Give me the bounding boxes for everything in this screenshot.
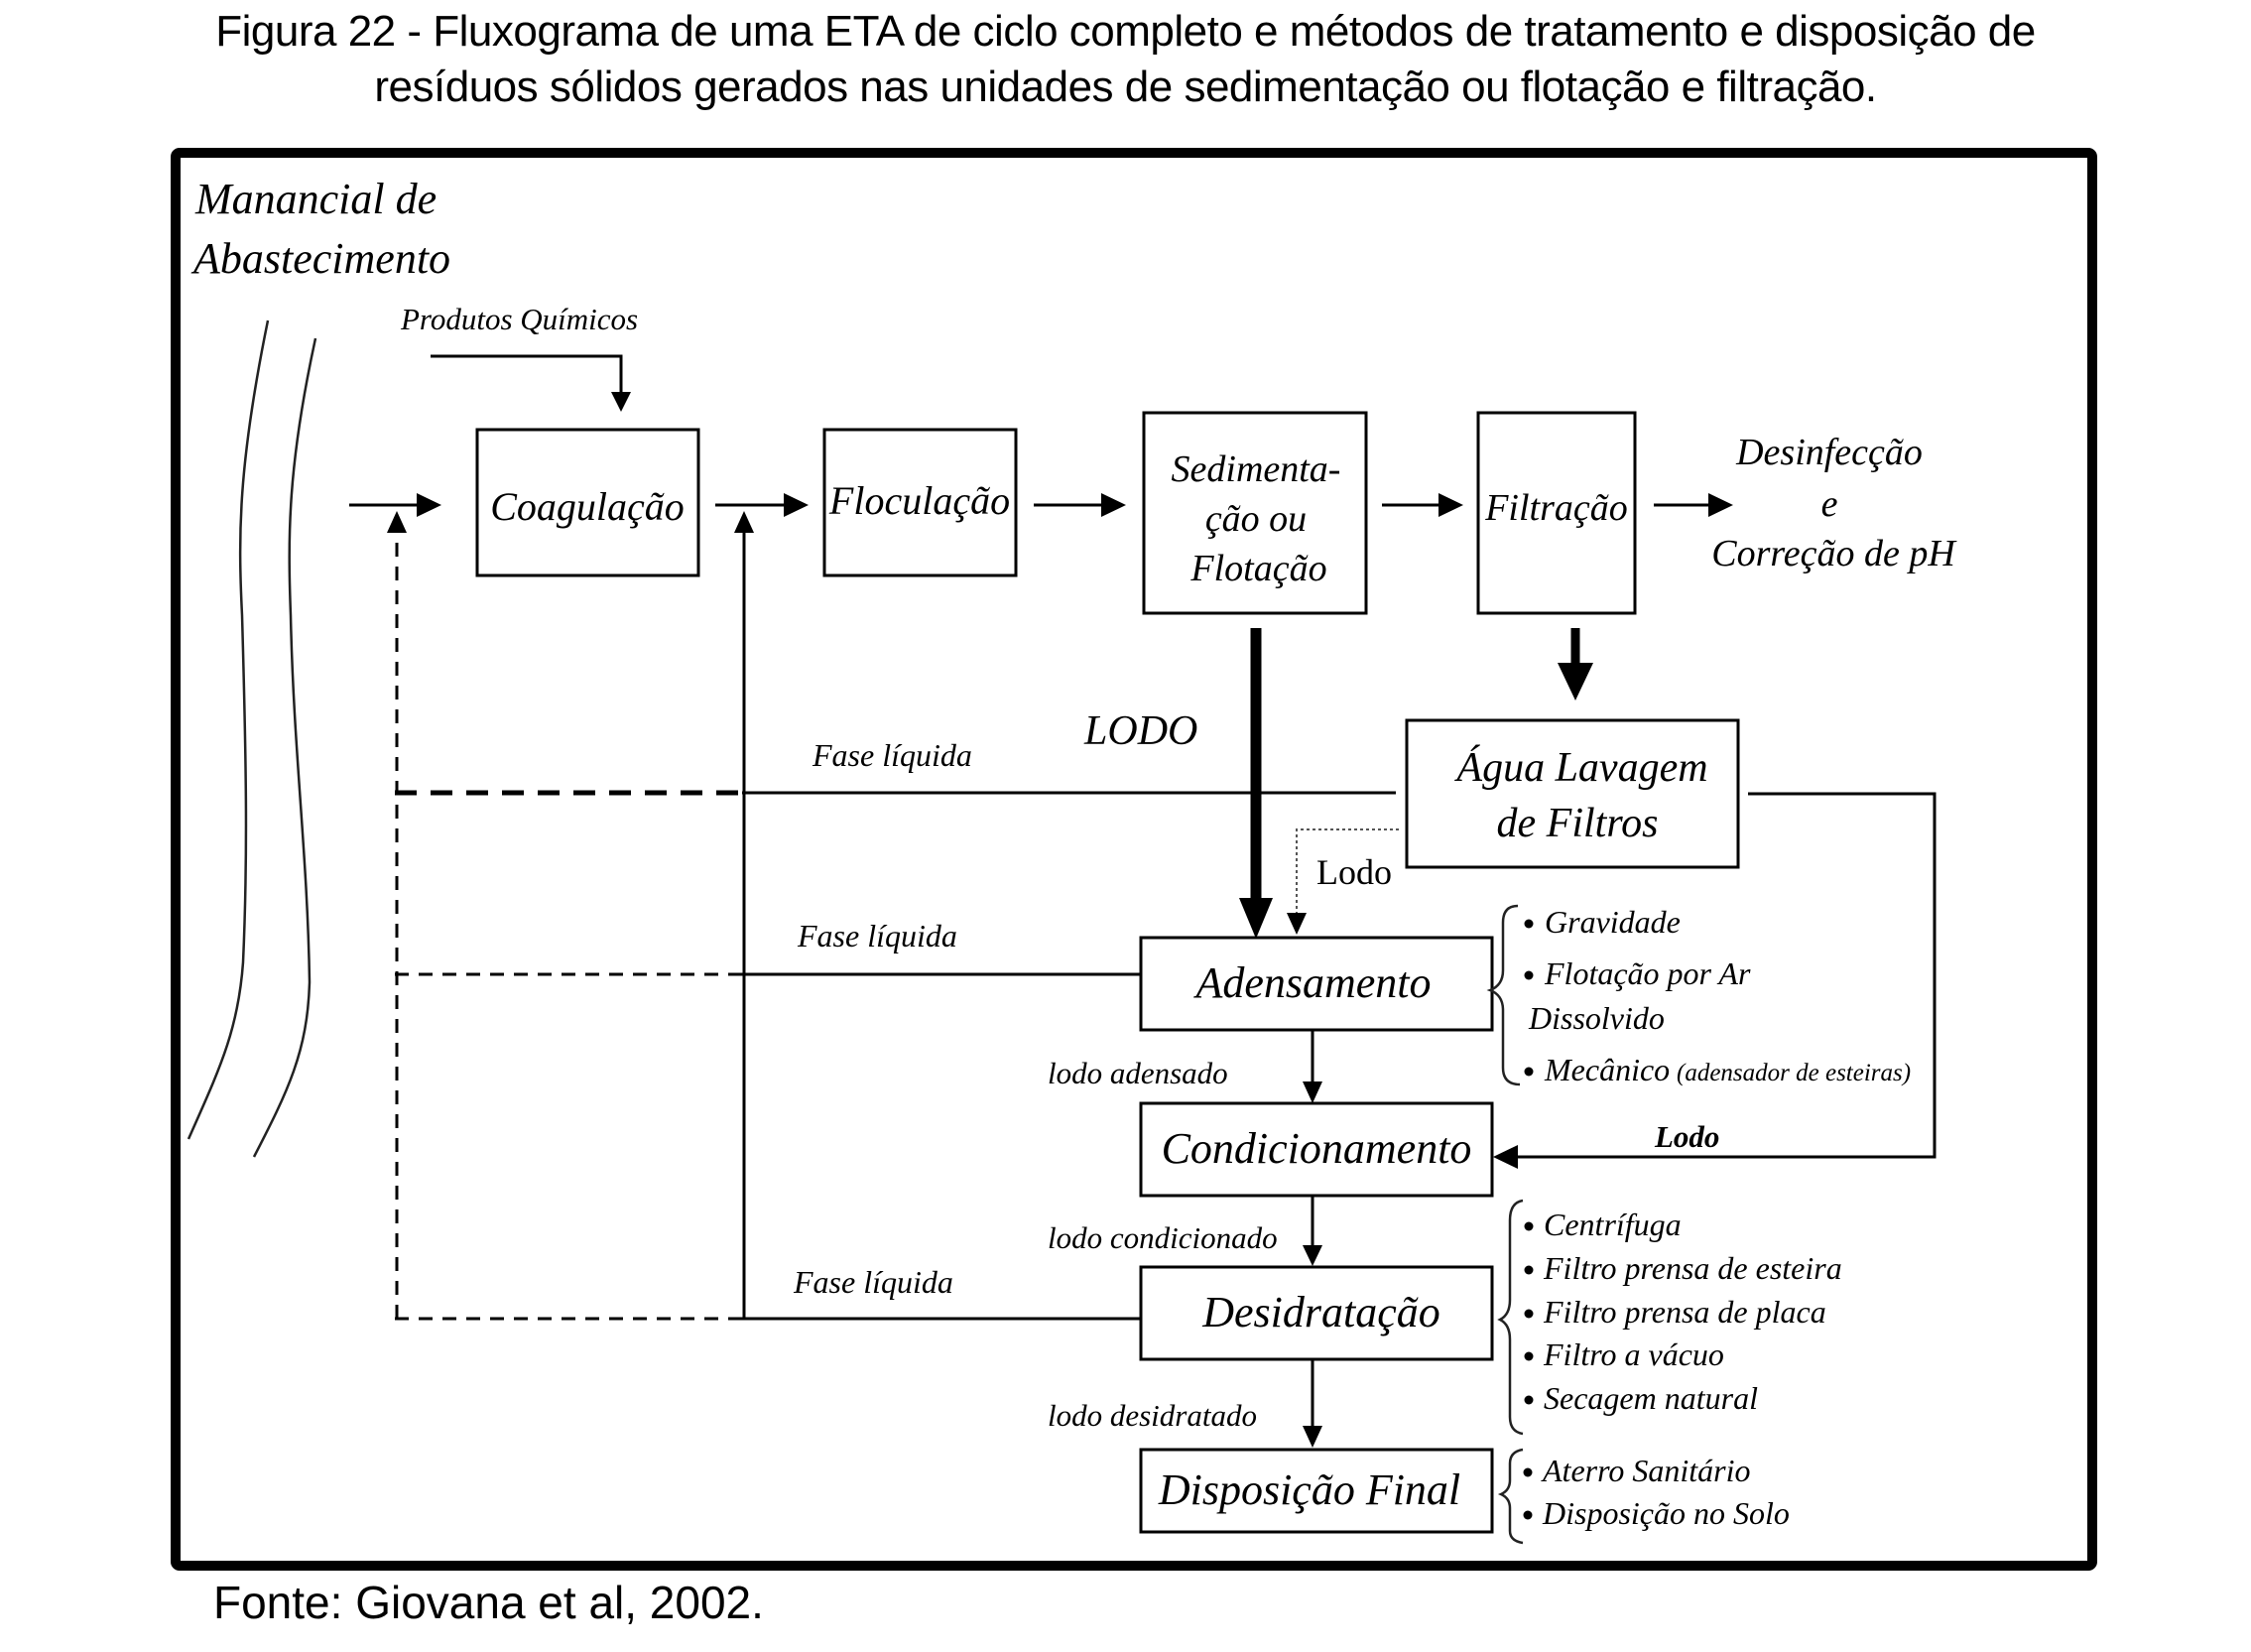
- thickening-method-item-continued: Dissolvido: [1528, 1000, 1665, 1036]
- bullet: [1524, 1351, 1534, 1361]
- filtration-label: Filtração: [1484, 487, 1628, 529]
- arrow-head: [417, 493, 441, 517]
- dewatering-method-item: Filtro prensa de esteira: [1543, 1250, 1842, 1286]
- wash-sludge-label: Lodo: [1316, 852, 1392, 892]
- wash-sludge-line: [1296, 828, 1399, 913]
- thickening-method-item: Mecânico: [1544, 1052, 1670, 1087]
- dewatering-label: Desidratação: [1201, 1288, 1440, 1336]
- source-label-line-1: Manancial de: [194, 175, 437, 223]
- arrow-head: [1558, 663, 1593, 700]
- arrow-head: [1438, 493, 1463, 517]
- disinfection-label-line-2: e: [1821, 483, 1838, 525]
- figure-caption-line-2: resíduos sólidos gerados nas unidades de…: [374, 63, 1877, 111]
- thickening-method-note: (adensador de esteiras): [1677, 1060, 1911, 1086]
- disinfection-label-line-3: Correção de pH: [1711, 533, 1957, 574]
- coagulation-label: Coagulação: [490, 484, 685, 529]
- thickening-box: [1139, 936, 1494, 1032]
- thickening-method-item: Flotação por Ar: [1544, 955, 1751, 991]
- thickening-label: Adensamento: [1192, 958, 1431, 1007]
- wash-to-conditioning-label: Lodo: [1654, 1119, 1719, 1154]
- dewatering-methods-list: Centrífuga Filtro prensa de esteira Filt…: [1524, 1207, 1842, 1416]
- bullet: [1524, 970, 1534, 980]
- final-disposal-box: [1139, 1448, 1494, 1534]
- arrow-head: [784, 493, 809, 517]
- thickening-methods-list: Gravidade Flotação por Ar Dissolvido Mec…: [1524, 904, 1911, 1087]
- final-disposal-methods-brace: [1497, 1448, 1524, 1545]
- sedimentation-label-line-1: Sedimenta-: [1172, 448, 1341, 490]
- dewatering-method-item: Filtro a vácuo: [1543, 1336, 1724, 1372]
- bullet: [1523, 1510, 1533, 1520]
- dewatering-methods-brace: [1497, 1199, 1524, 1436]
- liquid-phase-label-3: Fase líquida: [793, 1264, 953, 1300]
- sedimentation-box: [1142, 411, 1368, 615]
- figure-source: Fonte: Giovana et al, 2002.: [213, 1577, 764, 1628]
- bullet: [1524, 1221, 1534, 1231]
- wash-water-label-line-1: Água Lavagem: [1453, 744, 1707, 791]
- flow-label-conditioned: lodo condicionado: [1048, 1220, 1278, 1255]
- bullet: [1524, 1067, 1534, 1077]
- disinfection-label-line-1: Desinfecção: [1735, 432, 1923, 473]
- thickening-methods-brace: [1486, 904, 1521, 1086]
- conditioning-label: Condicionamento: [1162, 1124, 1472, 1173]
- bullet: [1523, 1467, 1533, 1477]
- figure-caption-line-1: Figura 22 - Fluxograma de uma ETA de cic…: [215, 7, 2036, 56]
- arrow-head: [1287, 913, 1307, 935]
- thickening-method-item: Gravidade: [1545, 904, 1681, 940]
- filtration-box: [1476, 411, 1637, 615]
- bullet: [1524, 1309, 1534, 1319]
- dewatering-method-item: Centrífuga: [1544, 1207, 1682, 1242]
- final-disposal-methods-list: Aterro Sanitário Disposição no Solo: [1523, 1453, 1790, 1531]
- river-bank-right: [252, 337, 317, 1158]
- dewatering-method-item: Filtro prensa de placa: [1543, 1294, 1826, 1330]
- conditioning-box: [1139, 1101, 1494, 1198]
- arrow-head: [1303, 1245, 1322, 1266]
- arrow-head: [1303, 1081, 1322, 1103]
- sludge-label: LODO: [1083, 708, 1197, 754]
- arrow-head: [1101, 493, 1126, 517]
- arrow-head: [1708, 493, 1733, 517]
- chemicals-line: [431, 354, 623, 392]
- sedimentation-label-line-3: Flotação: [1189, 548, 1326, 589]
- final-disposal-method-item: Disposição no Solo: [1542, 1495, 1790, 1531]
- bullet: [1524, 1395, 1534, 1405]
- wash-water-label-line-2: de Filtros: [1497, 801, 1659, 846]
- bullet: [1524, 1265, 1534, 1275]
- flow-label-thickened: lodo adensado: [1048, 1056, 1228, 1090]
- arrow-head: [387, 511, 407, 533]
- dewatering-box: [1139, 1265, 1494, 1361]
- bullet: [1524, 919, 1534, 929]
- flocculation-box: [822, 428, 1018, 577]
- liquid-phase-label-1: Fase líquida: [812, 737, 972, 773]
- final-disposal-label: Disposição Final: [1158, 1465, 1460, 1514]
- wash-to-conditioning-line: [1518, 792, 1937, 1159]
- diagram-frame: [171, 148, 2097, 1571]
- sedimentation-label-line-2: ção ou: [1205, 498, 1307, 540]
- final-disposal-method-item: Aterro Sanitário: [1541, 1453, 1750, 1488]
- arrow-head: [734, 511, 754, 533]
- chemicals-label: Produtos Químicos: [400, 302, 638, 336]
- liquid-phase-label-2: Fase líquida: [797, 918, 957, 953]
- flocculation-label: Floculação: [828, 478, 1010, 523]
- arrow-head: [1493, 1145, 1518, 1169]
- river-bank-left: [187, 319, 270, 1140]
- arrow-head: [1303, 1426, 1322, 1448]
- source-label-line-2: Abastecimento: [190, 234, 450, 283]
- flow-label-dewatered: lodo desidratado: [1048, 1398, 1257, 1433]
- arrow-head: [1239, 898, 1273, 939]
- arrow-head: [611, 392, 631, 412]
- dewatering-method-item: Secagem natural: [1544, 1380, 1758, 1416]
- coagulation-box: [475, 428, 700, 577]
- wash-water-box: [1405, 718, 1740, 869]
